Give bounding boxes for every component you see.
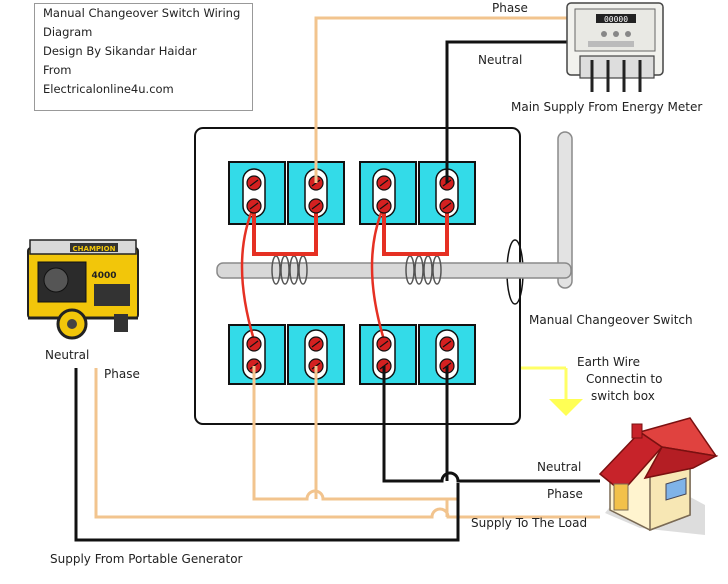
switch-links	[240, 205, 449, 341]
switch-handle	[506, 131, 573, 305]
generator-neutral-label: Neutral	[45, 348, 90, 362]
credit-line-3: Design By Sikandar Haidar	[43, 44, 197, 58]
supply-load-label: Supply To The Load	[471, 516, 588, 530]
changeover-switch-label: Manual Changeover Switch	[529, 313, 693, 327]
credit-box: Manual Changeover Switch Wiring Diagram …	[34, 3, 253, 111]
load-neutral-label: Neutral	[537, 460, 582, 474]
main-phase-label: Phase	[492, 1, 528, 15]
credit-line-5: Electricalonline4u.com	[43, 82, 174, 96]
generator-neutral-wire	[74, 368, 460, 542]
supply-generator-label: Supply From Portable Generator	[50, 552, 243, 566]
neutral-wires	[74, 40, 600, 542]
main-supply-label: Main Supply From Energy Meter	[511, 100, 703, 114]
load-neutral-wire	[382, 366, 600, 483]
credit-line-1: Manual Changeover Switch Wiring	[43, 6, 241, 20]
switch-shaft	[216, 262, 572, 279]
load-phase-wire-left	[252, 366, 457, 501]
credit-line-2: Diagram	[43, 25, 93, 39]
earth-wire-arrow	[520, 366, 583, 416]
main-phase-wire	[314, 16, 578, 183]
main-neutral-label: Neutral	[478, 53, 523, 67]
svg-text:4000: 4000	[91, 271, 116, 281]
earth-wire-label-3: switch box	[591, 389, 655, 403]
generator-phase-label: Phase	[104, 367, 140, 381]
energy-meter: 00000	[566, 2, 664, 92]
main-neutral-wire	[445, 40, 578, 183]
credit-line-4: From	[43, 63, 72, 77]
house	[598, 417, 719, 535]
phase-wires	[94, 16, 600, 519]
portable-generator: CHAMPION 4000	[27, 239, 139, 340]
terminal-screws	[246, 175, 455, 374]
earth-wire-label-1: Earth Wire	[577, 355, 640, 369]
svg-text:CHAMPION: CHAMPION	[73, 245, 116, 253]
load-phase-label: Phase	[547, 487, 583, 501]
earth-wire-label-2: Connectin to	[586, 372, 663, 386]
svg-text:00000: 00000	[604, 15, 628, 24]
screw-slots	[249, 179, 452, 370]
